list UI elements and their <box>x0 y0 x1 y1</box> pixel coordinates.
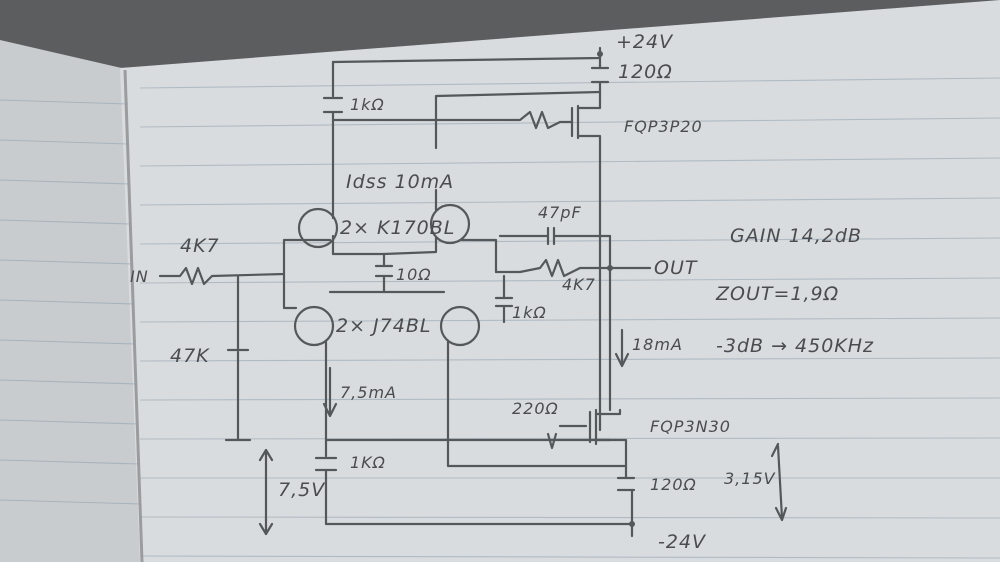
label-input-series: 4K7 <box>180 235 220 257</box>
label-gate-res: 220Ω <box>512 399 559 418</box>
jfet-n-right <box>429 203 471 245</box>
r-bottom-right-symbol <box>616 464 636 538</box>
label-out: OUT <box>654 257 698 279</box>
label-jfet-p: 2× J74BL <box>336 315 431 337</box>
voltage-arrow-left <box>258 448 274 536</box>
wire-to-jfet-bus <box>434 90 602 150</box>
node-top <box>597 51 603 57</box>
shunt-res-symbol <box>494 274 514 324</box>
label-p-mosfet: FQP3P20 <box>624 117 703 136</box>
jfet-n-wires <box>288 188 498 274</box>
label-gain: GAIN 14,2dB <box>730 225 862 247</box>
r-bottom-left-symbol <box>314 438 634 526</box>
node-out <box>607 265 613 271</box>
label-current-75: 7,5mA <box>340 383 397 402</box>
circuit-schematic <box>158 46 788 538</box>
jfet-n-left <box>297 207 339 249</box>
label-n-mosfet: FQP3N30 <box>650 417 731 436</box>
input-to-jfet-p <box>282 272 298 310</box>
feedback-res-symbol <box>494 258 612 278</box>
current-arrow-18 <box>614 328 630 368</box>
cap-symbol <box>498 226 612 246</box>
label-current-18: 18mA <box>632 335 683 354</box>
pmos-gate-wire <box>331 110 574 130</box>
nmos-symbol <box>558 408 628 468</box>
label-r-top-left: 1kΩ <box>350 95 385 114</box>
label-input-shunt: 47K <box>170 345 210 367</box>
label-r-bottom-left: 1KΩ <box>350 453 386 472</box>
handwritten-labels: +24V 120Ω 1kΩ FQP3P20 Idss 10mA 2× K170B… <box>130 31 874 553</box>
label-r-bottom-right: 120Ω <box>650 475 697 494</box>
r-top-left-symbol <box>322 60 344 212</box>
label-shunt-res: 1kΩ <box>512 303 547 322</box>
label-jfet-n: 2× K170BL <box>340 217 455 239</box>
label-input: IN <box>130 267 149 286</box>
label-bandwidth: -3dB → 450KHz <box>716 335 874 357</box>
label-zout: ZOUT=1,9Ω <box>715 283 839 305</box>
r-mid-symbol <box>374 252 394 294</box>
input-shunt-symbol <box>224 274 252 442</box>
left-page <box>0 40 150 562</box>
label-v-bottom-left: 7,5V <box>278 479 326 501</box>
jfet-p-right <box>439 305 481 347</box>
label-v-bottom-right: 3,15V <box>724 469 776 488</box>
label-mid-res: 10Ω <box>396 265 432 284</box>
pmos-symbol <box>570 90 602 432</box>
node-bottom <box>629 521 635 527</box>
jfet-p-left <box>293 305 335 347</box>
label-cap: 47pF <box>538 203 582 222</box>
input-wire <box>158 238 292 286</box>
r-top-right-symbol <box>590 56 610 94</box>
voltage-arrow-right <box>770 442 788 522</box>
label-feedback-res: 4K7 <box>562 275 596 294</box>
label-r-top-right: 120Ω <box>618 61 673 83</box>
label-idss: Idss 10mA <box>346 171 454 193</box>
label-supply-neg: -24V <box>658 531 707 553</box>
page-fold <box>123 69 144 562</box>
label-supply-pos: +24V <box>616 31 674 53</box>
left-ruled-lines <box>0 99 142 505</box>
current-arrow-75 <box>322 366 338 418</box>
gate-res-mark <box>546 432 558 450</box>
